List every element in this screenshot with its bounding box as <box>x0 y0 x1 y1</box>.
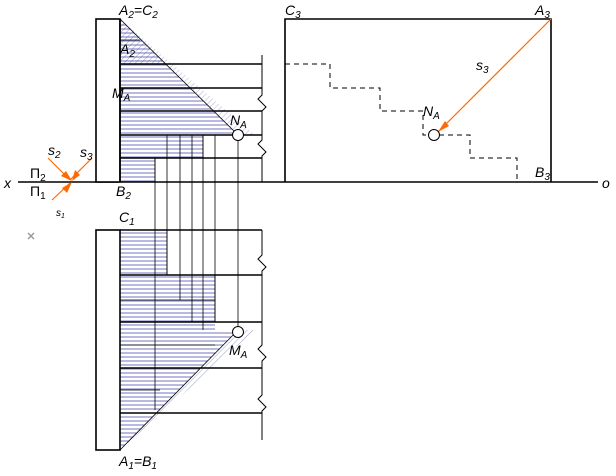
frontal-shadow-boundary <box>119 18 239 136</box>
label-c3: C3 <box>285 2 301 21</box>
profile-steps-dashed <box>285 63 518 182</box>
o-axis-label: o <box>602 175 610 191</box>
frontal-shadow-outline <box>120 157 156 182</box>
label-s2: s2 <box>48 142 61 161</box>
label-ma-lower: MA <box>229 342 248 361</box>
label-na-front: NA <box>230 112 247 131</box>
label-pi1: Π1 <box>30 183 46 202</box>
horizontal-wall <box>95 229 121 451</box>
frontal-break-line <box>257 55 267 182</box>
label-a1b1: A1=B1 <box>118 453 157 472</box>
ray-s3-arrow <box>438 121 449 132</box>
label-na-side: NA <box>423 103 440 122</box>
label-b2: B2 <box>116 183 131 202</box>
label-s3-left: s3 <box>80 144 93 163</box>
label-s1: s1 <box>56 208 65 220</box>
horizontal-break-line <box>257 230 267 440</box>
profile-view <box>284 18 552 182</box>
horizontal-steps-thin <box>120 299 215 391</box>
frontal-wall <box>95 18 121 183</box>
point-ma-lower <box>232 326 244 338</box>
label-s3-side: s3 <box>476 57 489 76</box>
label-a3: A3 <box>534 2 550 21</box>
label-a2: A2 <box>119 41 135 60</box>
light-ray-arrows <box>61 170 80 193</box>
horizontal-shadow-hatching <box>120 230 255 450</box>
label-a2c2: A2=C2 <box>118 2 158 21</box>
ray-s3-profile <box>437 18 552 133</box>
label-c1: C1 <box>119 209 135 228</box>
horizontal-shadow-boundary <box>119 329 239 451</box>
x-marker-icon <box>27 232 35 240</box>
point-na-front <box>232 129 244 141</box>
label-ma-upper: MA <box>112 85 131 104</box>
x-axis-label: x <box>3 175 12 191</box>
point-na-side <box>428 129 440 141</box>
label-pi2: Π2 <box>30 165 46 184</box>
label-b3: B3 <box>535 164 550 183</box>
